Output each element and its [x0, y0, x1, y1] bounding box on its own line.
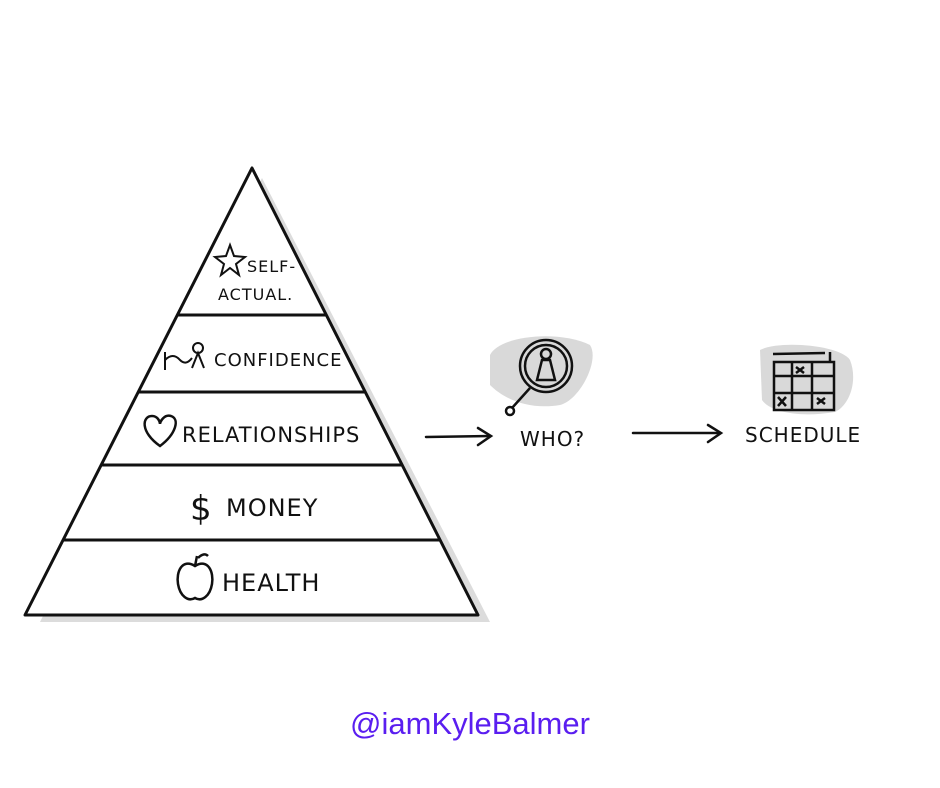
level-label-self: SELF-: [247, 257, 296, 276]
who-label: WHO?: [520, 427, 585, 451]
magnifier-person-icon: [504, 338, 574, 417]
dollar-icon: $: [190, 489, 213, 529]
calendar-icon: [772, 351, 836, 412]
heart-icon: [143, 414, 177, 448]
person-flag-icon: [164, 342, 205, 370]
star-icon: [212, 242, 248, 278]
apple-icon: [176, 553, 214, 601]
level-label-actual: ACTUAL.: [218, 285, 293, 304]
level-label-confidence: CONFIDENCE: [214, 350, 343, 371]
author-handle: @iamKyleBalmer: [350, 706, 590, 741]
level-label-relationships: RELATIONSHIPS: [182, 423, 360, 447]
schedule-label: SCHEDULE: [745, 423, 861, 447]
who-shadow: [490, 336, 593, 407]
arrow-right-icon: [424, 426, 494, 447]
level-label-health: HEALTH: [222, 569, 320, 597]
level-label-money: MONEY: [226, 494, 318, 522]
arrow-right-icon: [631, 423, 724, 444]
